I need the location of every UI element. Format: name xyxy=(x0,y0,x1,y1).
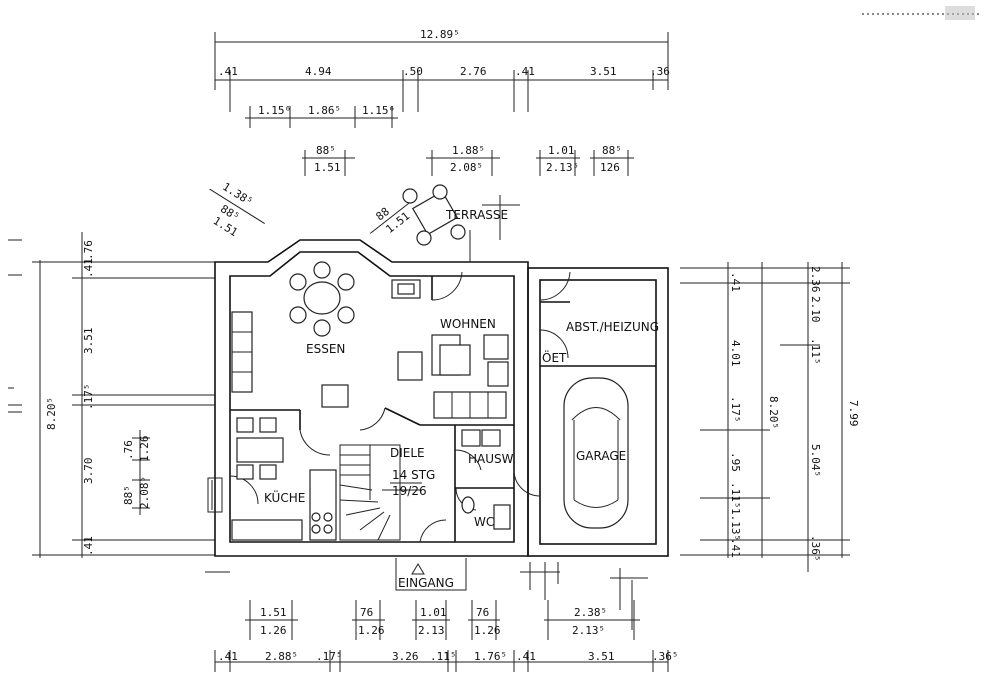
dim-opening: 2.13 xyxy=(418,624,445,637)
dim-opening: 1.26 xyxy=(138,436,151,463)
dim-overall-depth: 8.20⁵ xyxy=(45,397,58,430)
dim-opening: 126 xyxy=(600,161,620,174)
dim-seg: 3.26 xyxy=(392,650,419,663)
dim-seg: .41 xyxy=(729,272,742,292)
dim-seg: .11⁵ xyxy=(430,650,457,663)
stair-count-label: 14 STG xyxy=(392,468,435,482)
dim-seg: .17⁵ xyxy=(82,384,95,411)
dim-seg: 1.76⁵ xyxy=(474,650,507,663)
dim-opening: 2.38⁵ xyxy=(574,606,607,619)
dim-seg: 3.51 xyxy=(588,650,615,663)
dim-bay: 88 xyxy=(374,205,392,223)
room-label-wohnen: WOHNEN xyxy=(440,317,496,331)
dim-seg: .41 xyxy=(729,538,742,558)
garage-car xyxy=(563,377,629,529)
room-label-hausw: HAUSW. xyxy=(468,452,516,466)
dim-window: 1.15⁶ xyxy=(362,104,395,117)
dim-seg: .17⁵ xyxy=(316,650,343,663)
fireplace xyxy=(391,279,421,299)
dim-opening: 1.01 xyxy=(548,144,575,157)
room-label-oet: ÖET xyxy=(542,349,567,365)
dim-seg: .76 xyxy=(82,240,95,260)
dim-seg: 4.94 xyxy=(305,65,332,78)
site-markers xyxy=(205,477,648,630)
dim-seg: .36 xyxy=(650,65,670,78)
left-dimensions: 8.20⁵ .76 .41 3.51 .17⁵ 3.70 .41 .76 1.2… xyxy=(8,232,215,558)
dim-window: 1.15⁶ xyxy=(258,104,291,117)
dim-seg: 5.04⁵ xyxy=(809,444,822,477)
entrance-steps xyxy=(395,558,467,591)
dim-overall-width: 12.89⁵ xyxy=(420,28,460,41)
room-label-diele: DIELE xyxy=(390,446,425,460)
terrace-furniture xyxy=(402,184,466,246)
dim-opening: 1.88⁵ xyxy=(452,144,485,157)
utility-fixtures xyxy=(461,429,511,530)
dim-opening: 88⁵ xyxy=(316,144,336,157)
dim-opening: 1.26 xyxy=(358,624,385,637)
dim-window: 1.86⁵ xyxy=(308,104,341,117)
dim-seg: .41 xyxy=(515,65,535,78)
dim-seg: 2.36 xyxy=(809,266,822,293)
dim-overall-depth: 7.99 xyxy=(847,400,860,427)
dim-seg: .36⁵ xyxy=(809,535,822,562)
building-walls xyxy=(214,195,669,557)
room-label-abst-heizung: ABST./HEIZUNG xyxy=(566,320,659,334)
dim-opening: .76 xyxy=(122,440,135,460)
dim-seg: 4.01 xyxy=(729,340,742,367)
living-sofa-set xyxy=(321,334,509,419)
right-dimensions: .41 4.01 .17⁵ .95 .11⁵ 1.13⁵ .41 8.20⁵ 2… xyxy=(680,262,860,572)
dim-opening: 1.01 xyxy=(420,606,447,619)
top-dimensions: 12.89⁵ .41 4.94 .50 2.76 .41 3.51 .36 1.… xyxy=(209,28,670,239)
dim-seg: 3.70 xyxy=(82,458,95,485)
room-label-kueche: KÜCHE xyxy=(264,489,305,505)
dim-overall-depth: 8.20⁵ xyxy=(767,396,780,429)
dim-seg: .41 xyxy=(82,258,95,278)
dim-seg: .11⁵ xyxy=(809,338,822,365)
dim-seg: .41 xyxy=(218,650,238,663)
dim-seg: 3.51 xyxy=(82,328,95,355)
staircase xyxy=(339,444,420,541)
room-label-garage: GARAGE xyxy=(576,449,626,463)
dim-seg: .41 xyxy=(516,650,536,663)
room-label-terrasse: TERRASSE xyxy=(445,208,508,222)
dim-seg: .36⁵ xyxy=(652,650,679,663)
dim-opening: 2.13⁵ xyxy=(572,624,605,637)
dim-opening: 76 xyxy=(476,606,489,619)
kitchen-counter xyxy=(231,469,337,541)
dim-seg: 2.10 xyxy=(809,296,822,323)
dim-opening: 2.13⁵ xyxy=(546,161,579,174)
dim-seg: .41 xyxy=(82,536,95,556)
dim-opening: 2.08⁵ xyxy=(450,161,483,174)
room-labels: ESSEN WOHNEN ABST./HEIZUNG ÖET GARAGE DI… xyxy=(264,208,659,590)
kitchen-table xyxy=(236,417,284,480)
room-label-essen: ESSEN xyxy=(306,342,345,356)
dim-opening: 1.51 xyxy=(314,161,341,174)
dim-opening: 1.26 xyxy=(474,624,501,637)
room-label-eingang: EINGANG xyxy=(398,576,454,590)
dim-seg: 1.13⁵ xyxy=(729,508,742,541)
dim-opening: 88⁵ xyxy=(122,485,135,505)
dim-seg: 2.76 xyxy=(460,65,487,78)
stair-ratio-label: 19/26 xyxy=(392,484,427,498)
sideboard xyxy=(231,311,253,393)
dim-seg: 3.51 xyxy=(590,65,617,78)
bottom-dimensions: 1.51 1.26 76 1.26 1.01 2.13 76 1.26 2.38… xyxy=(214,600,679,672)
dim-seg: .11⁵ xyxy=(729,482,742,509)
dim-seg: .41 xyxy=(218,65,238,78)
dim-seg: .95 xyxy=(729,452,742,472)
dining-table xyxy=(289,261,355,337)
dim-seg: .50 xyxy=(403,65,423,78)
scan-mark xyxy=(862,6,980,20)
dim-opening: 88⁵ xyxy=(602,144,622,157)
dim-opening: 2.08⁵ xyxy=(138,476,151,509)
dim-opening: 1.26 xyxy=(260,624,287,637)
dim-opening: 76 xyxy=(360,606,373,619)
dim-opening: 1.51 xyxy=(260,606,287,619)
dim-seg: .17⁵ xyxy=(729,396,742,423)
room-label-wc: WC xyxy=(474,515,494,529)
dim-seg: 2.88⁵ xyxy=(265,650,298,663)
